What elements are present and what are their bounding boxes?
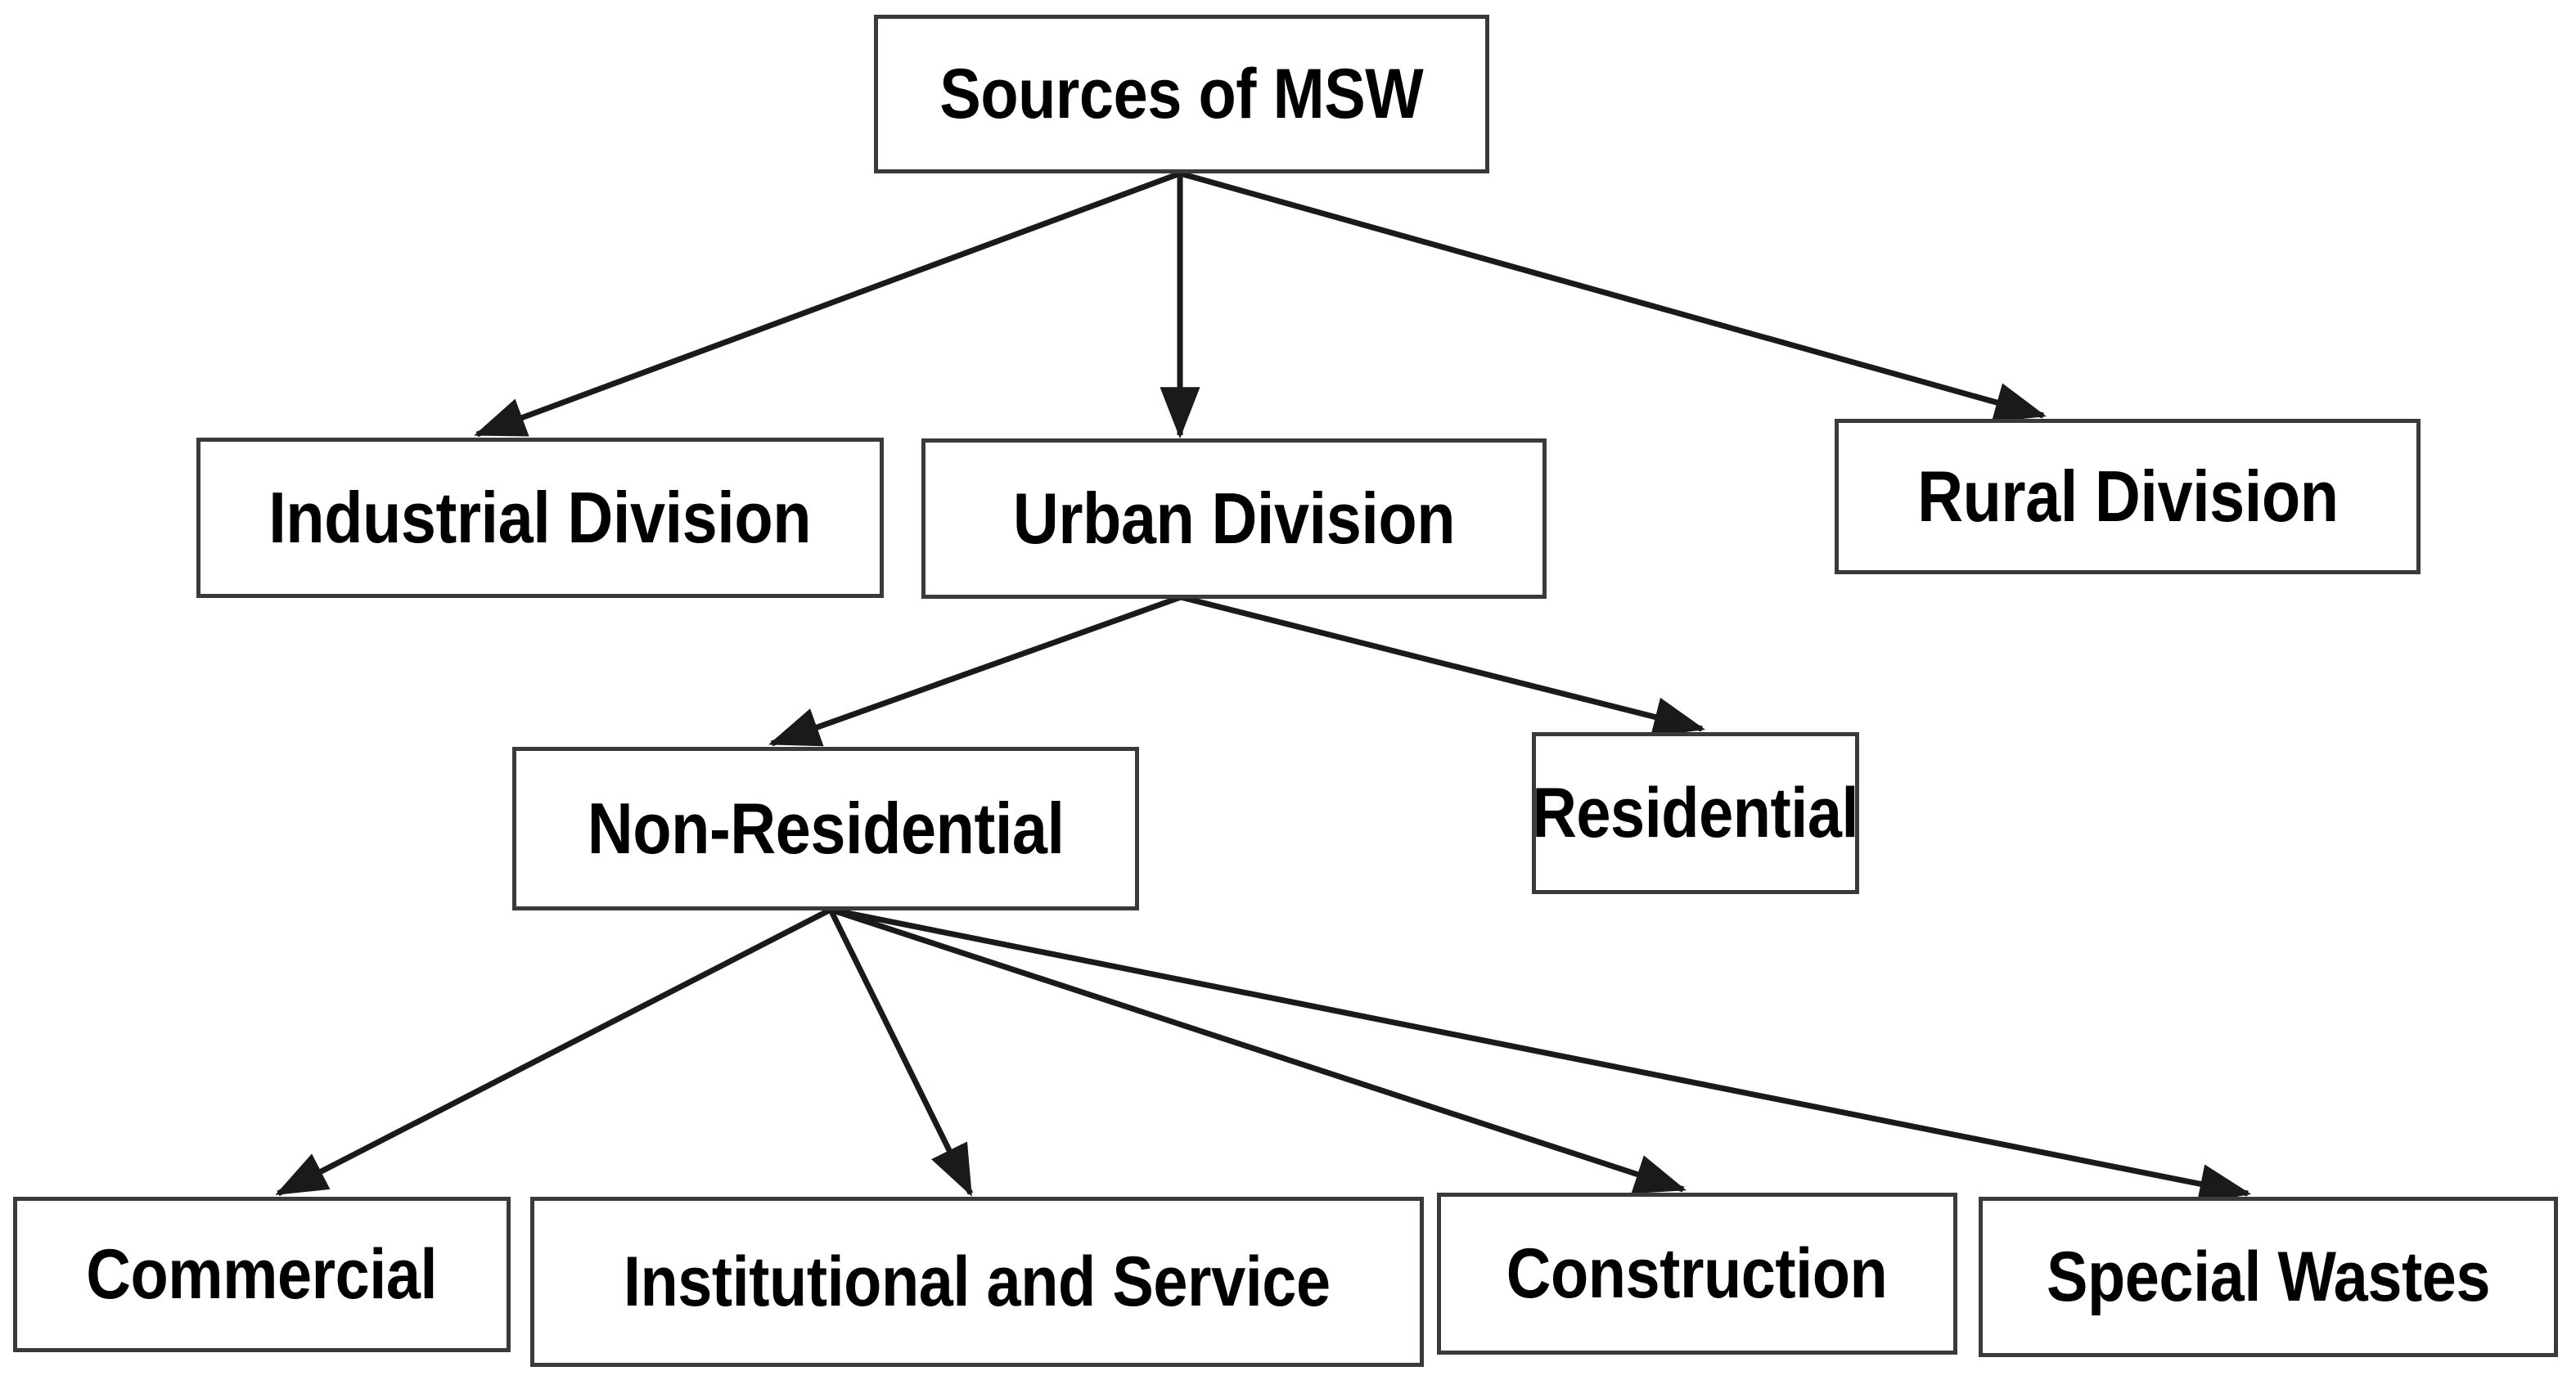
node-label-urban-division: Urban Division: [1012, 478, 1456, 559]
node-institutional-and-service[interactable]: Institutional and Service: [530, 1197, 1424, 1367]
node-label-construction: Construction: [1506, 1234, 1888, 1313]
node-industrial-division[interactable]: Industrial Division: [196, 438, 884, 598]
node-non-residential[interactable]: Non-Residential: [512, 747, 1139, 910]
edge-nonresidential-to-institutional: [827, 908, 974, 1197]
node-label-non-residential: Non-Residential: [587, 788, 1065, 869]
node-rural-division[interactable]: Rural Division: [1835, 419, 2421, 574]
edge-root-to-industrial: [474, 170, 1182, 438]
node-residential[interactable]: Residential: [1532, 732, 1859, 894]
node-label-residential: Residential: [1532, 774, 1859, 852]
node-label-industrial-division: Industrial Division: [268, 477, 812, 558]
node-urban-division[interactable]: Urban Division: [921, 438, 1547, 599]
node-special-wastes[interactable]: Special Wastes: [1979, 1197, 2558, 1357]
node-sources-of-msw[interactable]: Sources of MSW: [874, 15, 1489, 173]
edge-root-to-rural: [1179, 170, 2047, 422]
edge-nonresidential-to-commercial: [275, 906, 832, 1197]
node-label-rural-division: Rural Division: [1916, 456, 2339, 537]
edge-nonresidential-to-special-wastes: [830, 906, 2252, 1204]
node-label-commercial: Commercial: [86, 1235, 438, 1314]
node-label-institutional-and-service: Institutional and Service: [624, 1243, 1331, 1321]
node-label-special-wastes: Special Wastes: [2046, 1238, 2491, 1316]
node-construction[interactable]: Construction: [1437, 1193, 1957, 1355]
node-label-sources-of-msw: Sources of MSW: [939, 55, 1424, 133]
node-commercial[interactable]: Commercial: [13, 1197, 511, 1352]
edge-urban-to-residential: [1180, 594, 1706, 737]
edge-urban-to-nonresidential: [768, 594, 1182, 747]
edge-nonresidential-to-construction: [829, 906, 1687, 1193]
